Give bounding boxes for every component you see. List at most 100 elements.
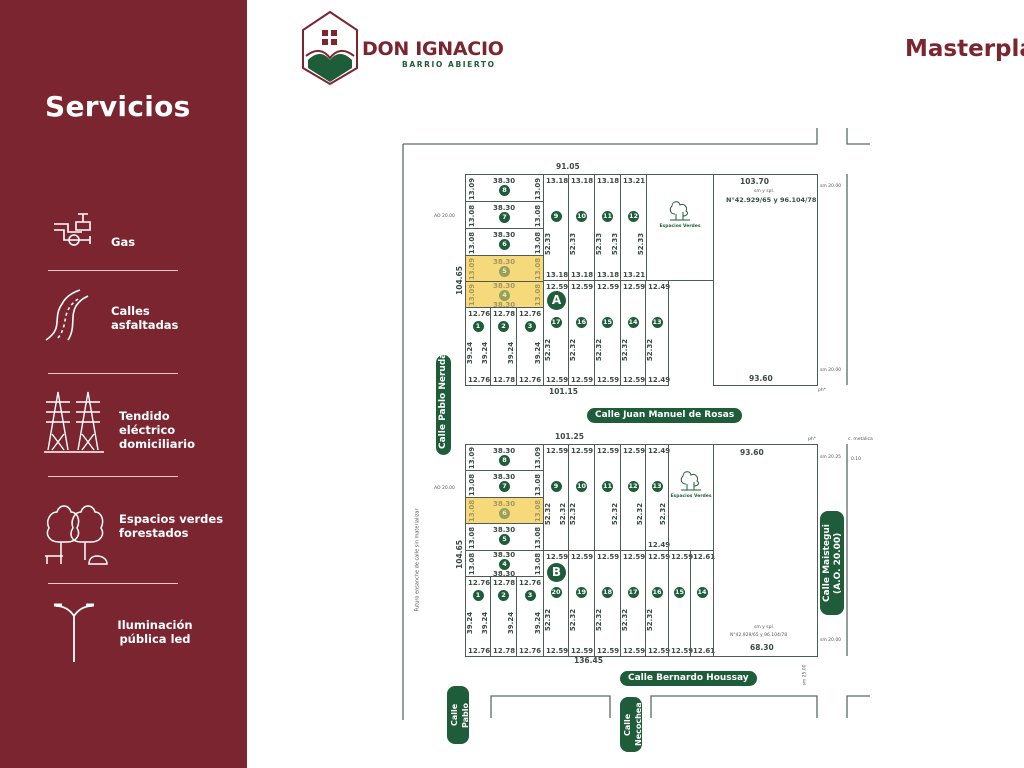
lot-side-measure: 13.09 — [534, 446, 543, 470]
lot-side-measure: 13.08 — [534, 204, 543, 227]
lot-side-measure: 52.32 — [611, 502, 620, 526]
lot-number: 11 — [602, 481, 613, 492]
lot-front-measure: 13.18 — [546, 177, 569, 185]
lot-side-measure: 52.32 — [544, 502, 553, 526]
lot-front-measure: 38.30 — [493, 447, 516, 455]
block-b-depth-measure: 104.65 — [454, 540, 464, 569]
lot-number: 6 — [499, 508, 510, 519]
street-necochea: Calle Necochea — [620, 697, 643, 752]
lot-side-measure: 39.24 — [466, 341, 475, 365]
lot-number: 3 — [524, 321, 536, 332]
lot-front-measure: 12.59 — [571, 553, 594, 561]
lot-back-measure: 12.59 — [648, 647, 671, 655]
services-title: Servicios — [45, 90, 191, 123]
lot-number: 9 — [550, 481, 562, 492]
lot-back-measure: 12.76 — [468, 376, 491, 384]
lot-side-measure: 52.33 — [637, 232, 646, 256]
trees-icon — [45, 505, 108, 565]
lot-front-measure: 12.59 — [623, 283, 646, 291]
power-tower-icon — [44, 391, 104, 453]
offset-annotation: 0.10 — [851, 457, 862, 462]
brand-name: DON IGNACIO — [362, 38, 504, 60]
lot-front-measure: 13.18 — [571, 177, 594, 185]
lot-front-measure: 13.21 — [623, 177, 646, 185]
lot-side-measure: 13.08 — [534, 473, 543, 496]
lot-back-measure: 12.59 — [546, 376, 569, 384]
green-space: Espacios Verdes — [646, 174, 714, 281]
service-label: Espacios verdes forestados — [119, 512, 224, 540]
lot-side-measure: 13.08 — [534, 526, 543, 549]
street-edge — [490, 695, 611, 718]
block-a-badge: A — [547, 291, 566, 310]
lot-side-measure: 52.33 — [544, 232, 553, 256]
lot-side-measure: 52.32 — [559, 502, 568, 526]
lot-side-measure: 39.24 — [534, 611, 543, 635]
street-edge — [403, 128, 818, 145]
ao-annotation: AO 20.00 — [434, 486, 455, 491]
street-maistegui: Calle Maistegui (A.O. 20.00) — [820, 511, 844, 615]
sm-annotation: sm 25.00 — [802, 664, 808, 686]
brand-subtitle: BARRIO ABIERTO — [402, 60, 496, 69]
lot-side-measure: 39.24 — [481, 341, 490, 365]
lot-front-measure: 38.30 — [493, 204, 516, 212]
lot-number: 10 — [576, 481, 587, 492]
street-juan-manuel-de-rosas: Calle Juan Manuel de Rosas — [587, 408, 743, 423]
lot-front-measure: 38.30 — [493, 258, 516, 266]
sm-annotation: sm 20.00 — [820, 638, 842, 643]
street-pablo-neruda: Calle Pablo Neruda — [436, 353, 451, 455]
ao-annotation: AO 20.00 — [434, 214, 455, 219]
lot-front-measure: 12.76 — [519, 310, 542, 318]
lot-side-measure: 13.08 — [534, 499, 543, 523]
lot-11[interactable]: 12.59 52.32 11 — [594, 444, 621, 551]
lot-front-measure: 12.59 — [546, 553, 569, 561]
lot-number: 2 — [498, 590, 509, 601]
services-sidebar: Servicios Gas Calles asfaltadas Tendido … — [0, 0, 247, 768]
lot-number: 13 — [651, 317, 663, 328]
lot-side-measure: 13.08 — [468, 473, 477, 496]
lot-side-measure: 39.24 — [507, 611, 516, 635]
lot-side-measure: 13.08 — [468, 552, 477, 576]
sm-annotation: sm 20.25 — [820, 455, 842, 460]
parcel-top-measure: 93.60 — [740, 448, 764, 457]
lot-back-measure: 13.18 — [571, 271, 594, 279]
lot-front-measure: 12.59 — [597, 447, 620, 455]
green-space-label: Espacios Verdes — [670, 494, 712, 499]
lot-number: 13 — [651, 481, 663, 492]
